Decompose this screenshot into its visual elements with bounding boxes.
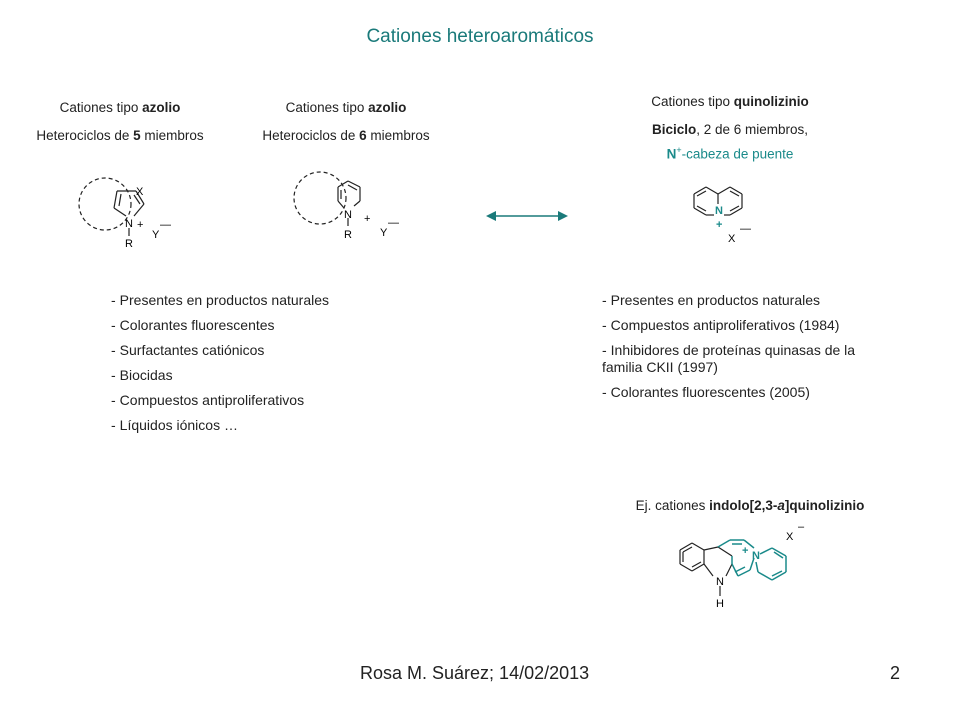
plus-charge: + [137,219,143,231]
benzene-bonds [679,542,705,572]
atom-n: N [125,218,133,230]
header-line-1: Cationes tipo azolio [285,100,407,115]
six-ring-bonds [337,180,361,226]
minus-charge: — [160,219,171,231]
header-line-3: N+-cabeza de puente [666,145,794,162]
list-item: -Colorantes fluorescentes [111,317,275,333]
header-quinolizinio: Cationes tipo quinolizinio Biciclo, 2 de… [620,92,840,165]
minus-charge: — [740,223,751,235]
indoloquinolizinium-structure: N + X – N H [679,521,805,610]
pyrrole-bonds [703,546,733,596]
list-item: -Líquidos iónicos … [111,417,238,433]
page-number: 2 [890,663,901,683]
list-item: -Presentes en productos naturales [111,292,330,308]
anion-y: Y [380,227,388,239]
atom-n: N [716,576,724,588]
plus-charge: + [364,213,370,225]
atom-n-plus: N [752,550,760,562]
list-item: -Surfactantes catiónicos [111,342,265,358]
fused-ring-dashed [293,171,347,225]
azolium-5-structure: X N + R Y — [78,177,171,250]
example-caption: Ej. cationes indolo[2,3-a]quinolizinio [635,498,865,513]
list-item: -Compuestos antiproliferativos [111,392,305,408]
atom-r: R [125,238,133,250]
bicycle-bonds [693,186,743,216]
fused-ring-dashed [78,177,132,231]
plus-charge: + [742,545,748,557]
slide-title: Cationes heteroaromáticos [366,26,594,47]
header-line-1: Cationes tipo azolio [59,100,181,115]
list-item: -Inhibidores de proteínas quinasas de la… [602,342,856,375]
minus-charge: — [388,217,399,229]
double-arrow-icon [486,211,568,221]
list-item: -Biocidas [111,367,173,383]
anion-x: X [728,233,736,245]
right-applications-list: -Presentes en productos naturales -Compu… [602,292,892,409]
header-line-2: Heterociclos de 6 miembros [262,128,430,143]
minus-charge: – [798,521,805,533]
list-item: -Presentes en productos naturales [602,292,821,308]
quinolizinium-structure: N + X — [693,186,751,245]
anion-x: X [786,531,794,543]
header-azolio-5: Cationes tipo azolio Heterociclos de 5 m… [20,98,220,146]
atom-n: N [344,209,352,221]
atom-r: R [344,229,352,241]
header-line-2: Heterociclos de 5 miembros [36,128,204,143]
left-applications-list: -Presentes en productos naturales -Color… [111,292,411,442]
plus-charge: + [716,219,722,231]
atom-h: H [716,598,724,610]
azolium-6-structure: N + R Y — [293,171,399,241]
anion-y: Y [152,229,160,241]
header-line-2: Biciclo, 2 de 6 miembros, [651,122,809,137]
footer-author: Rosa M. Suárez; 14/02/2013 [360,663,590,683]
list-item: -Compuestos antiproliferativos (1984) [602,317,840,333]
five-ring-bonds [113,190,145,236]
quinolizinium-teal-bonds [717,539,787,581]
atom-n: N [715,205,723,217]
list-item: -Colorantes fluorescentes (2005) [602,384,810,400]
header-azolio-6: Cationes tipo azolio Heterociclos de 6 m… [246,98,446,146]
header-line-1: Cationes tipo quinolizinio [651,94,809,109]
atom-x: X [136,186,144,198]
